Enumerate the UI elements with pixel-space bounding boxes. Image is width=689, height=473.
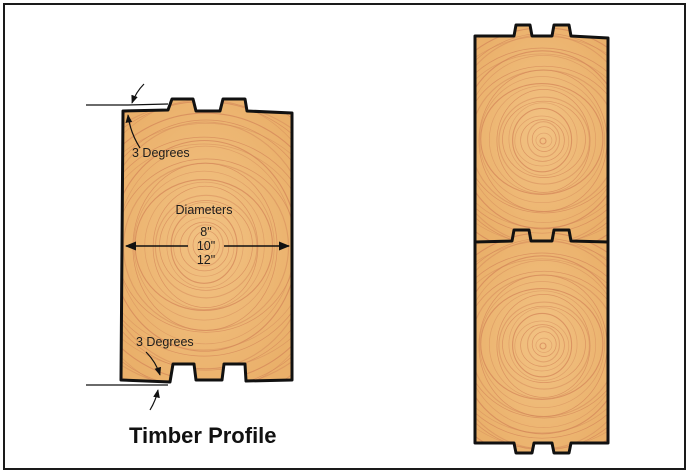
grain-ring [480, 288, 604, 400]
grain-ring [196, 237, 215, 255]
grain-ring [475, 65, 608, 214]
grain-ring [514, 115, 570, 167]
grain-ring [121, 158, 292, 333]
timber-left-outline [119, 97, 294, 384]
grain-ring [539, 137, 547, 145]
arrow-icon [131, 83, 145, 104]
grain-ring [475, 53, 608, 229]
grain-ring [535, 337, 553, 353]
grain-ring [526, 326, 561, 363]
grain-ring [479, 76, 605, 204]
grain-ring [479, 281, 605, 409]
timber-left [119, 97, 294, 384]
grain-ring [121, 145, 292, 345]
grain-ring [121, 123, 292, 370]
grain-ring [475, 252, 608, 439]
grain-ring [488, 85, 597, 195]
grain-ring [475, 258, 608, 434]
grain-ring [512, 107, 573, 173]
grain-ring [535, 132, 553, 148]
grain-ring [475, 255, 608, 435]
grain-ring [514, 320, 570, 372]
grain-ring [121, 119, 292, 371]
grain-ring [121, 136, 292, 357]
angle-annotation-top [86, 83, 169, 149]
arrow-icon [149, 389, 160, 411]
grain-ring [121, 139, 292, 352]
grain-ring [121, 143, 292, 351]
grain-ring [526, 121, 561, 158]
grain-ring [502, 305, 586, 383]
angle-reference-line-top [127, 103, 169, 106]
grain-ring [475, 50, 608, 230]
arrow-icon [145, 351, 161, 376]
grain-ring [475, 69, 608, 213]
grain-ring [201, 243, 209, 251]
grain-ring [520, 119, 565, 162]
grain-ring [531, 126, 557, 152]
arrow-icon [125, 114, 141, 149]
grain-ring [173, 217, 235, 277]
grain-ring [166, 202, 244, 289]
grain-ring [192, 230, 220, 260]
grain-ring [539, 342, 547, 350]
timber-right-bottom-outline [473, 228, 610, 455]
grain-ring [508, 102, 578, 176]
grain-ring [488, 290, 597, 400]
grain-ring [496, 294, 591, 398]
diameter-value-12: 12" [197, 253, 215, 267]
grain-ring [475, 47, 608, 234]
grain-ring [475, 270, 608, 419]
diameter-value-10: 10" [197, 239, 215, 253]
timber-right-bottom [473, 228, 610, 455]
grain-ring [475, 274, 608, 418]
angle-label-top: 3 Degrees [132, 146, 190, 160]
angle-label-bottom: 3 Degrees [136, 335, 194, 349]
grain-ring [475, 260, 608, 428]
grain-ring [152, 185, 259, 308]
grain-ring [502, 100, 586, 178]
grain-ring [480, 83, 604, 195]
angle-annotation-bottom [86, 351, 168, 411]
grain-ring [508, 307, 578, 381]
grain-ring [520, 324, 565, 367]
diameters-heading: Diameters [176, 203, 233, 217]
grain-ring [498, 301, 591, 390]
grain-ring [512, 312, 573, 378]
diameter-value-8: 8" [200, 225, 211, 239]
grain-ring [531, 331, 557, 357]
grain-ring [498, 96, 591, 185]
grain-ring [496, 89, 591, 193]
diagram-title: Timber Profile [129, 423, 277, 448]
grain-ring [475, 55, 608, 223]
